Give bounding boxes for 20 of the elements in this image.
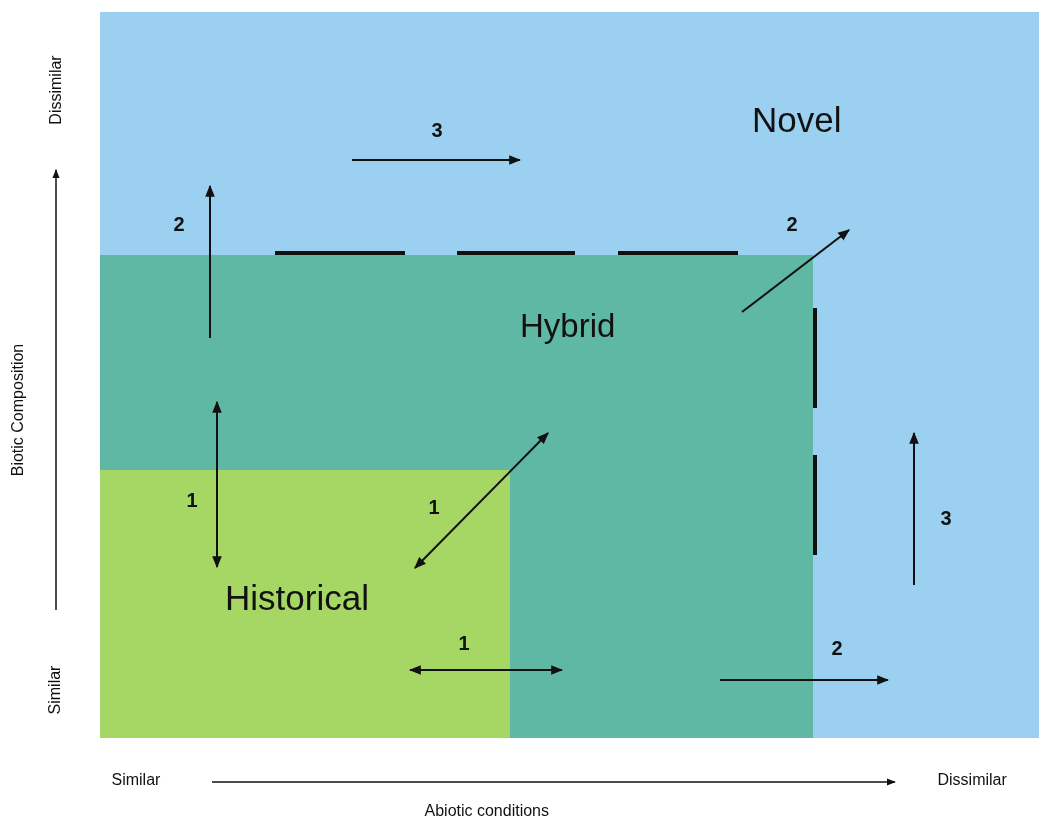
axis-title: Abiotic conditions — [424, 802, 549, 820]
step-number: 2 — [786, 212, 798, 236]
step-number: 2 — [173, 212, 185, 236]
region-area — [100, 255, 813, 738]
step-number: 2 — [831, 636, 843, 660]
axis-title: Biotic Composition — [8, 343, 27, 477]
step-number: 1 — [186, 488, 198, 512]
axis-end-label: Dissimilar — [937, 771, 1007, 789]
axis-end-label: Dissimilar — [46, 55, 65, 125]
step-number: 1 — [458, 631, 470, 655]
step-number: 3 — [940, 506, 952, 530]
axis-end-label: Similar — [111, 771, 161, 789]
region-label: Hybrid — [520, 307, 616, 345]
region-area — [100, 470, 510, 738]
region-area — [100, 12, 1039, 738]
region-label: Novel — [752, 100, 842, 140]
region-label: Historical — [225, 578, 369, 618]
axis-end-label: Similar — [45, 665, 64, 715]
step-number: 1 — [428, 495, 440, 519]
step-number: 3 — [431, 118, 443, 142]
